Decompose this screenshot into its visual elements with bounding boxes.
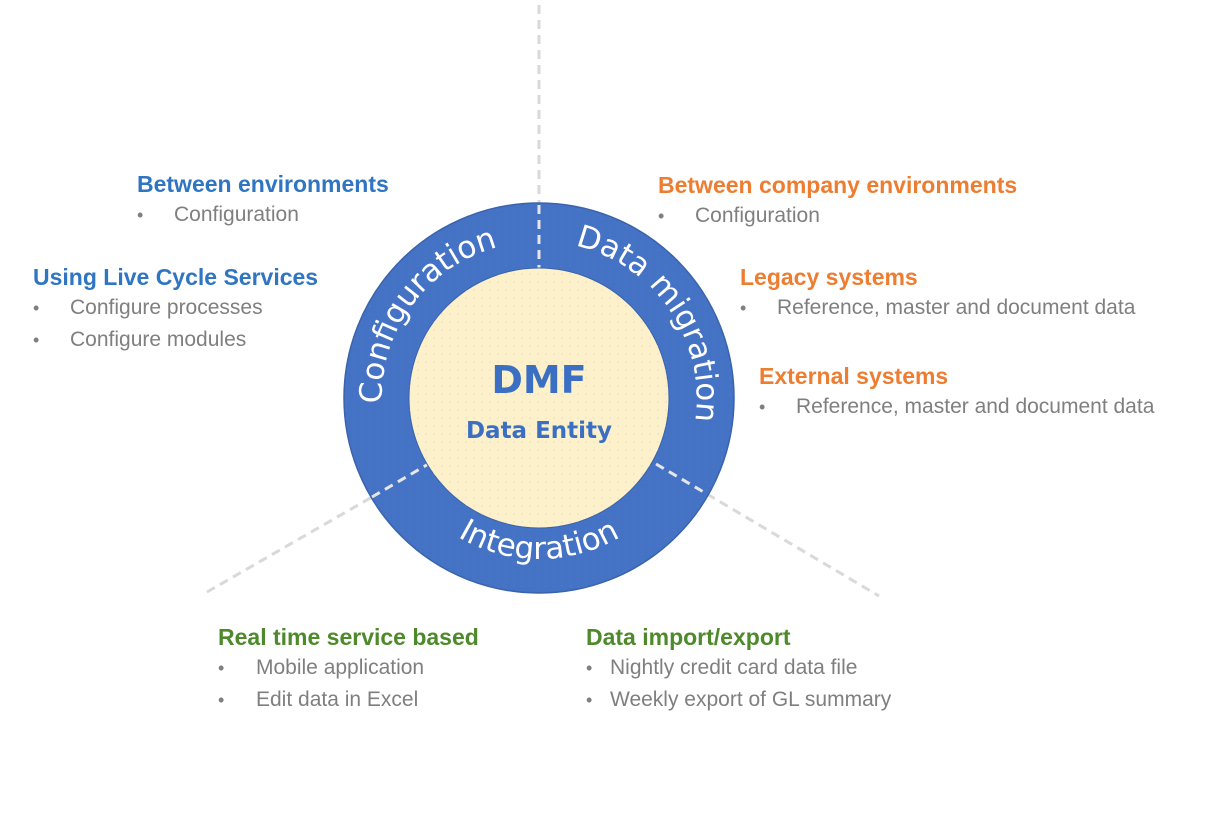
group-heading: Between company environments bbox=[658, 172, 1018, 198]
bullet-item: •Reference, master and document data bbox=[759, 391, 1154, 423]
center-title: DMF bbox=[491, 358, 586, 402]
bullet-icon: • bbox=[759, 397, 766, 417]
group-heading: External systems bbox=[759, 363, 949, 389]
core-texture bbox=[409, 268, 669, 528]
bullet-item: •Configuration bbox=[137, 199, 389, 231]
bullet-icon: • bbox=[586, 658, 593, 678]
center-subtitle: Data Entity bbox=[466, 418, 612, 444]
bullet-item: •Configure processes bbox=[33, 292, 318, 324]
ring-divider-right bbox=[655, 462, 708, 496]
migration-group-external-systems: External systems •Reference, master and … bbox=[759, 361, 1154, 423]
bullet-icon: • bbox=[740, 298, 747, 318]
group-heading: Real time service based bbox=[218, 624, 479, 650]
config-group-live-cycle-services: Using Live Cycle Services •Configure pro… bbox=[33, 262, 318, 356]
bullet-icon: • bbox=[218, 658, 225, 678]
group-heading: Between environments bbox=[137, 171, 389, 197]
bullet-item: •Edit data in Excel bbox=[218, 684, 479, 716]
migration-group-between-company-environments: Between company environments •Configurat… bbox=[658, 170, 1017, 232]
divider-line-bottom-right bbox=[706, 492, 880, 598]
migration-group-legacy-systems: Legacy systems •Reference, master and do… bbox=[740, 262, 1135, 324]
bullet-icon: • bbox=[586, 690, 593, 710]
bullet-icon: • bbox=[218, 690, 225, 710]
config-group-between-environments: Between environments •Configuration bbox=[137, 169, 389, 231]
bullet-icon: • bbox=[658, 206, 665, 226]
integration-group-real-time: Real time service based •Mobile applicat… bbox=[218, 622, 479, 716]
group-heading: Legacy systems bbox=[740, 264, 918, 290]
bullet-item: •Reference, master and document data bbox=[740, 292, 1135, 324]
bullet-item: •Weekly export of GL summary bbox=[586, 684, 891, 716]
bullet-icon: • bbox=[137, 205, 144, 225]
ring-divider-left bbox=[371, 461, 431, 499]
bullet-icon: • bbox=[33, 330, 40, 350]
bullet-item: •Configuration bbox=[658, 200, 1017, 232]
integration-group-import-export: Data import/export •Nightly credit card … bbox=[586, 622, 891, 716]
group-heading: Using Live Cycle Services bbox=[33, 264, 319, 290]
bullet-item: •Mobile application bbox=[218, 652, 479, 684]
bullet-icon: • bbox=[33, 298, 40, 318]
divider-line-bottom-left bbox=[206, 495, 373, 594]
bullet-item: •Nightly credit card data file bbox=[586, 652, 891, 684]
bullet-item: •Configure modules bbox=[33, 324, 318, 356]
group-heading: Data import/export bbox=[586, 624, 791, 650]
